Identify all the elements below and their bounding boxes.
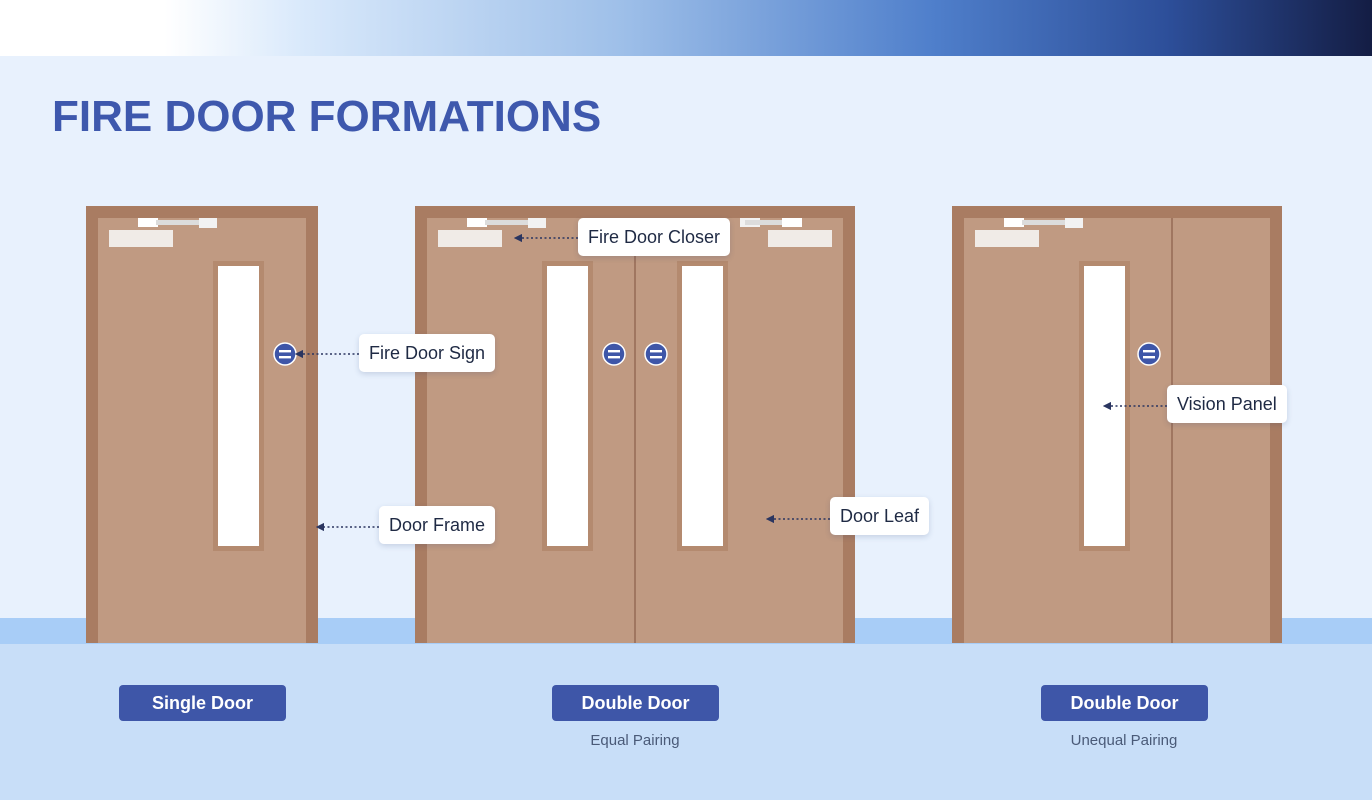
callout-label: Fire Door Sign (369, 343, 486, 363)
callout-door-leaf: Door Leaf (830, 497, 930, 535)
fire-door-sign-icon (1137, 342, 1161, 366)
callout-fire-door-closer: Fire Door Closer (578, 218, 731, 256)
callout-fire-door-sign: Fire Door Sign (359, 334, 496, 372)
door-leaf (98, 218, 306, 643)
door-type-label-double-equal: Double Door (552, 685, 719, 721)
fire-door-sign-icon (644, 342, 668, 366)
top-gradient-bar (0, 0, 1372, 56)
door-closer-icon (138, 218, 217, 228)
door-closer-icon (740, 218, 802, 227)
leaf-divider (1171, 218, 1173, 643)
vision-panel (218, 266, 259, 546)
page-title: FIRE DOOR FORMATIONS (52, 92, 602, 141)
vision-panel (547, 266, 588, 546)
double-door-equal (415, 206, 855, 643)
door-type-sublabel-equal: Equal Pairing (590, 732, 680, 749)
door-closer-icon (1004, 218, 1083, 228)
door-leaf-right (636, 218, 843, 643)
callout-leaders (294, 233, 1167, 532)
door-type-sublabel-unequal: Unequal Pairing (1070, 732, 1178, 749)
callout-vision-panel: Vision Panel (1167, 385, 1287, 423)
closer-plate (975, 230, 1039, 247)
floor (0, 644, 1372, 800)
door-closer-icon (467, 218, 546, 228)
closer-plate (438, 230, 502, 247)
door-leaf-left (427, 218, 635, 643)
leaf-divider (634, 218, 636, 643)
vision-panel (682, 266, 723, 546)
fire-door-sign-icon (602, 342, 626, 366)
door-leaf-main (964, 218, 1171, 643)
callout-label: Door Leaf (840, 506, 920, 526)
door-type-label-single: Single Door (119, 685, 286, 721)
door-type-label-double-unequal: Double Door (1041, 685, 1208, 721)
door-leaf-side (1173, 218, 1270, 643)
closer-plate (109, 230, 173, 247)
double-door-unequal (952, 206, 1282, 643)
callout-label: Vision Panel (1177, 394, 1277, 414)
vision-panel (1084, 266, 1125, 546)
callout-label: Fire Door Closer (588, 227, 721, 247)
callout-label: Door Frame (389, 515, 486, 535)
callout-door-frame: Door Frame (379, 506, 496, 544)
fire-door-sign-icon (273, 342, 297, 366)
single-door (86, 206, 318, 643)
closer-plate (768, 230, 832, 247)
